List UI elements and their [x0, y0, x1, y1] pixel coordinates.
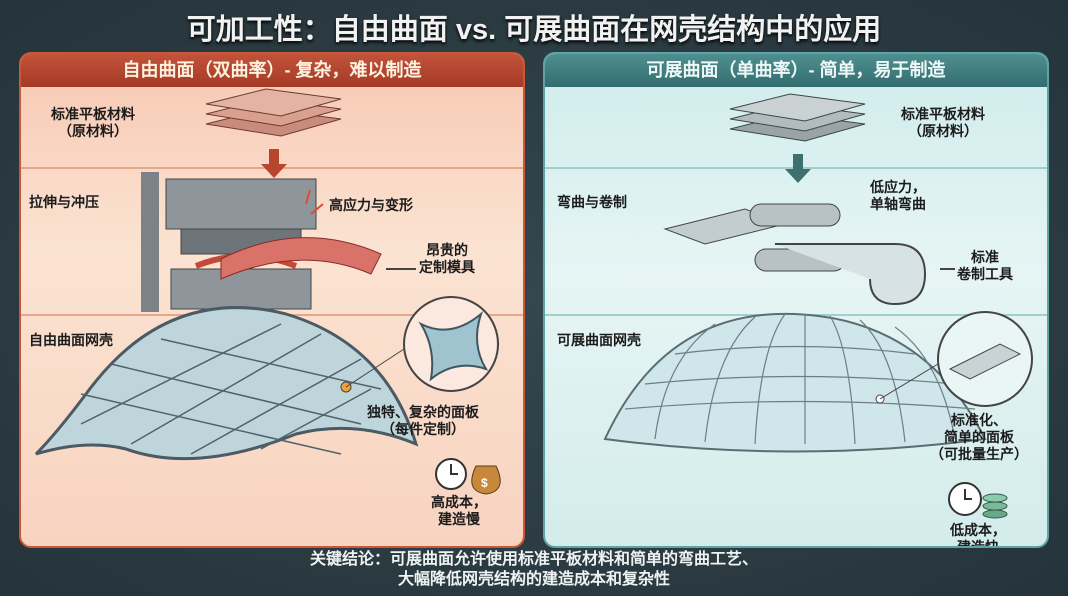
- key-conclusion: 关键结论：可展曲面允许使用标准平板材料和简单的弯曲工艺、大幅降低网壳结构的建造成…: [309, 551, 758, 588]
- shell-label: 可展曲面网壳: [557, 332, 641, 348]
- developable-header: 可展曲面（单曲率）- 简单，易于制造: [545, 54, 1047, 87]
- tool-label: 昂贵的定制模具: [419, 242, 475, 275]
- panel-label: 独特、复杂的面板（每件定制）: [367, 404, 479, 437]
- cost-label: 低成本，建造快: [950, 522, 1006, 548]
- stress-label: 高应力与变形: [329, 197, 413, 213]
- rolling-machine-icon: [663, 203, 927, 306]
- stopwatch-icon: [948, 482, 982, 516]
- raw-material-label: 标准平板材料（原材料）: [51, 106, 135, 139]
- panel-label: 标准化、简单的面板（可批量生产）: [930, 412, 1028, 462]
- coin-stack-icon: [982, 493, 1008, 519]
- freeform-panel: 自由曲面（双曲率）- 复杂，难以制造 $: [19, 52, 525, 548]
- svg-text:$: $: [481, 476, 488, 490]
- developable-shell-icon: [603, 312, 987, 453]
- freeform-header: 自由曲面（双曲率）- 复杂，难以制造: [21, 54, 523, 87]
- deformed-sheet-icon: [220, 237, 382, 280]
- tool-label: 标准卷制工具: [957, 249, 1013, 282]
- raw-material-label: 标准平板材料（原材料）: [901, 106, 985, 139]
- cost-label: 高成本，建造慢: [431, 494, 487, 527]
- shell-label: 自由曲面网壳: [29, 332, 113, 348]
- clock-icon: [435, 458, 467, 490]
- process-label: 弯曲与卷制: [557, 194, 627, 210]
- money-bag-icon: $: [471, 465, 501, 495]
- panel-detail-callout: [879, 311, 1033, 407]
- developable-panel: 可展曲面（单曲率）- 简单，易于制造 标准平板材料（原材料）: [543, 52, 1049, 548]
- developable-illustration: [603, 93, 1033, 519]
- freeform-illustration: $: [34, 88, 501, 495]
- freeform-shell-icon: [34, 306, 419, 461]
- stress-label: 低应力，单轴弯曲: [870, 179, 926, 212]
- process-label: 拉伸与冲压: [29, 194, 99, 210]
- page-title: 可加工性：自由曲面 vs. 可展曲面在网壳结构中的应用: [186, 14, 882, 46]
- sheet-stack-icon: [205, 88, 342, 137]
- arrow-down-icon: [785, 154, 811, 183]
- sheet-stack-icon: [729, 93, 866, 142]
- arrow-down-icon: [261, 149, 287, 178]
- panel-detail-callout: [345, 296, 499, 392]
- stress-lines: [305, 189, 324, 215]
